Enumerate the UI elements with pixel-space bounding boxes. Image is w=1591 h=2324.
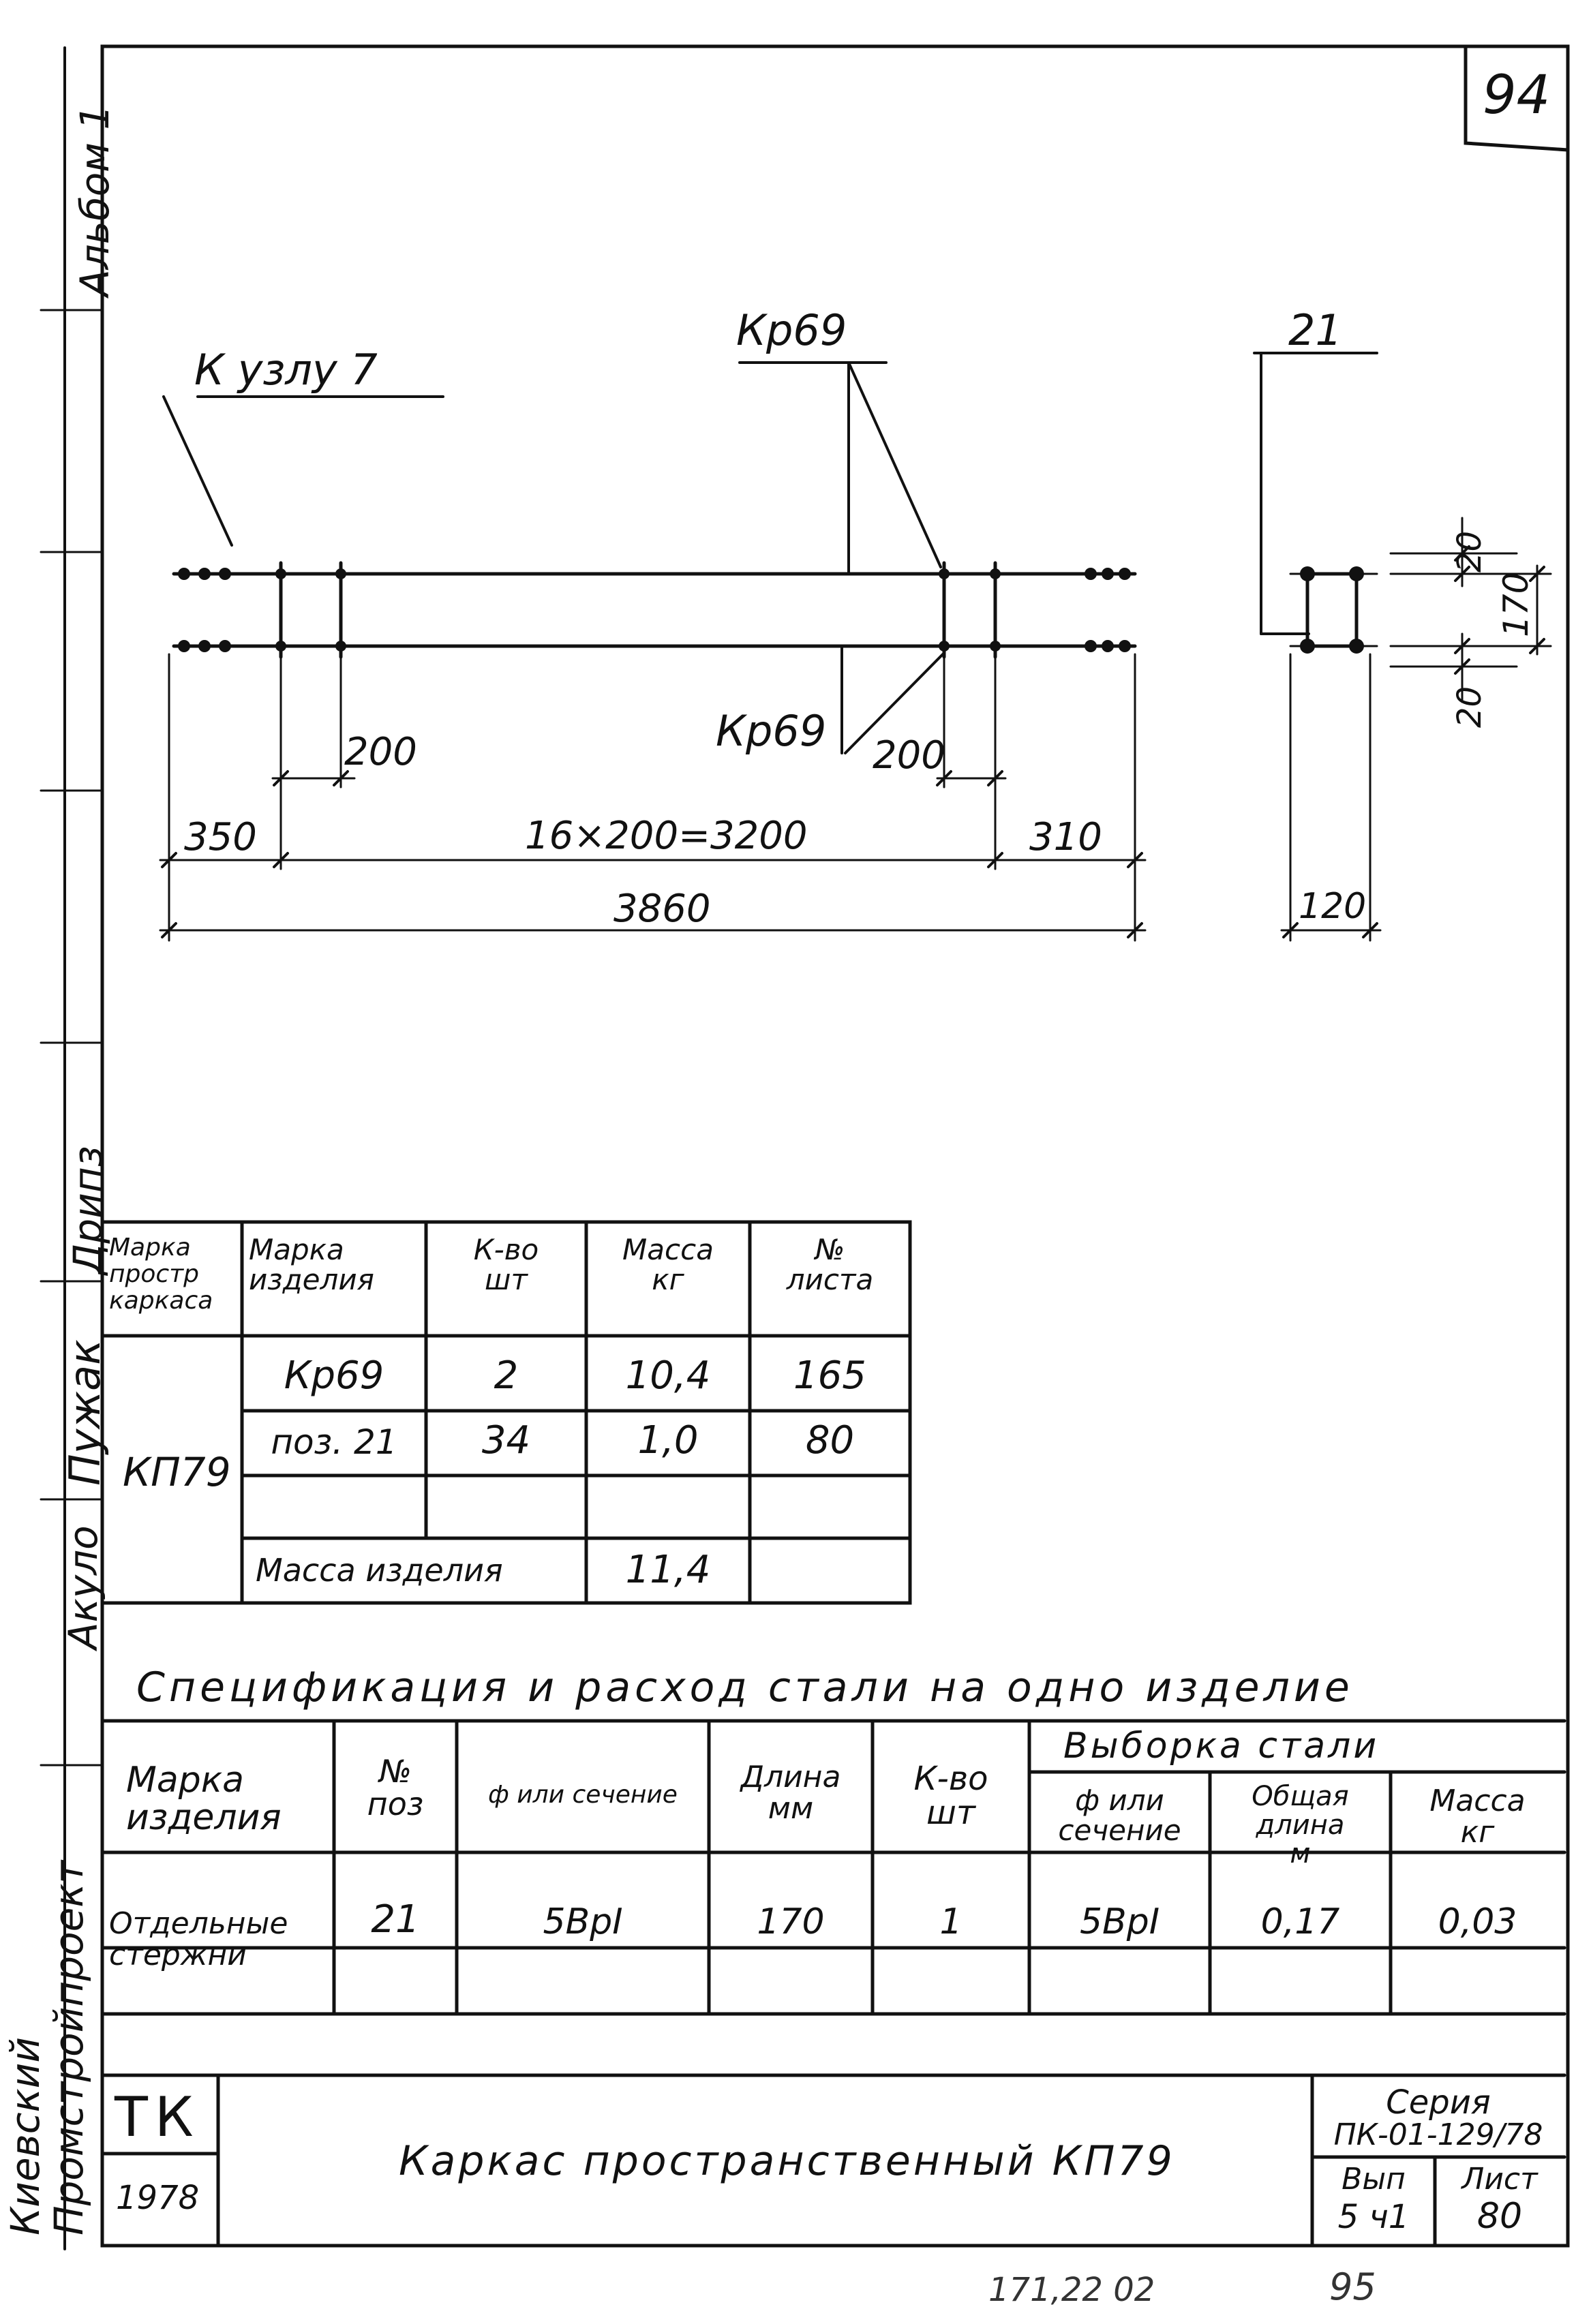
dim-170: 170	[1496, 572, 1536, 637]
spec-h-section: ф или сечение	[488, 1781, 678, 1809]
ut-row1-item: Кр69	[284, 1354, 384, 1398]
spec-h-pos: № поз	[367, 1753, 424, 1823]
spec-title: Спецификация и расход стали на одно изде…	[136, 1664, 1354, 1711]
spec-row-sel-mass: 0,03	[1438, 1901, 1517, 1942]
ut-header-sheet: № листа	[786, 1233, 874, 1297]
ut-header-frame-mark: Марка простр каркаса	[109, 1234, 213, 1315]
cross-section-stirrup	[1305, 572, 1359, 648]
kp69-bottom-label: Кр69	[716, 706, 827, 756]
tk-logo: ТК	[115, 2085, 200, 2149]
spec-row-length: 170	[757, 1901, 825, 1942]
spec-h-qty: К-во шт	[913, 1760, 988, 1833]
spec-row-qty: 1	[939, 1901, 963, 1942]
dim-350: 350	[184, 815, 257, 859]
ut-row2-item: поз. 21	[271, 1422, 397, 1462]
spec-row-mark: Отдельные стержни	[109, 1906, 288, 1973]
node-label: К узлу 7	[194, 345, 378, 395]
spec-h-sel-length: Общая длина м	[1252, 1781, 1349, 1869]
dim-chain: 16×200=3200	[525, 814, 808, 858]
frame-border	[100, 44, 1570, 2248]
bottom-page-number: 95	[1329, 2265, 1376, 2308]
ut-header-item-mark: Марка изделия	[249, 1233, 374, 1297]
ut-total-mass: 11,4	[625, 1548, 711, 1592]
tb-year: 1978	[116, 2179, 200, 2217]
spec-h-length: Длина мм	[740, 1760, 841, 1826]
ut-total-label: Масса изделия	[256, 1552, 503, 1589]
ut-frame-mark: КП79	[123, 1449, 231, 1495]
spec-row-pos: 21	[371, 1897, 420, 1942]
tb-series-label: Серия	[1386, 2083, 1491, 2122]
dim-120: 120	[1299, 886, 1367, 927]
dim-20-bottom: 20	[1451, 686, 1489, 728]
dim-20-top: 20	[1451, 530, 1489, 572]
spec-h-mark: Марка изделия	[126, 1760, 282, 1838]
spec-h-sel-mass: Масса кг	[1429, 1784, 1526, 1850]
album-label: Альбом 1	[72, 104, 118, 296]
person-1: Пужак	[60, 1339, 110, 1486]
ut-row2-sheet: 80	[805, 1418, 855, 1463]
pos21-label: 21	[1288, 305, 1342, 355]
tb-sheet-label: Лист	[1461, 2162, 1538, 2197]
tb-issue-label: Вып	[1342, 2162, 1406, 2197]
spec-h-selection: Выборка стали	[1063, 1726, 1380, 1767]
ut-header-mass: Масса кг	[622, 1233, 714, 1297]
tb-issue: 5 ч1	[1337, 2198, 1410, 2236]
dim-200-left: 200	[344, 730, 417, 774]
kp69-top-label: Кр69	[736, 305, 847, 355]
tb-series: ПК-01-129/78	[1333, 2117, 1543, 2152]
signature-1: Дрипз	[65, 1146, 111, 1274]
spec-row-section: 5ВрI	[543, 1901, 623, 1942]
dim-total: 3860	[613, 887, 711, 931]
spec-h-sel-section: ф или сечение	[1058, 1784, 1181, 1848]
dim-310: 310	[1029, 815, 1102, 859]
sheet-number: 94	[1483, 65, 1551, 126]
spec-row-sel-section: 5ВрI	[1079, 1901, 1160, 1942]
org-stamp: Киевский Промстройпроект	[2, 1860, 92, 2235]
bottom-note: 171,22 02	[988, 2271, 1155, 2309]
ut-header-qty: К-во шт	[473, 1233, 539, 1297]
ut-row1-sheet: 165	[793, 1354, 866, 1398]
ut-row1-qty: 2	[494, 1354, 519, 1398]
tb-title: Каркас пространственный КП79	[399, 2137, 1175, 2185]
ut-row2-mass: 1,0	[637, 1418, 699, 1463]
sheet-number-box	[1464, 44, 1570, 152]
weld-points	[178, 566, 1364, 654]
spec-row-sel-length: 0,17	[1260, 1901, 1340, 1942]
person-2: Акуло	[60, 1525, 106, 1649]
tb-sheet: 80	[1476, 2196, 1523, 2237]
ut-row2-qty: 34	[481, 1418, 531, 1463]
dim-200-right: 200	[873, 733, 945, 778]
ut-row1-mass: 10,4	[625, 1354, 711, 1398]
